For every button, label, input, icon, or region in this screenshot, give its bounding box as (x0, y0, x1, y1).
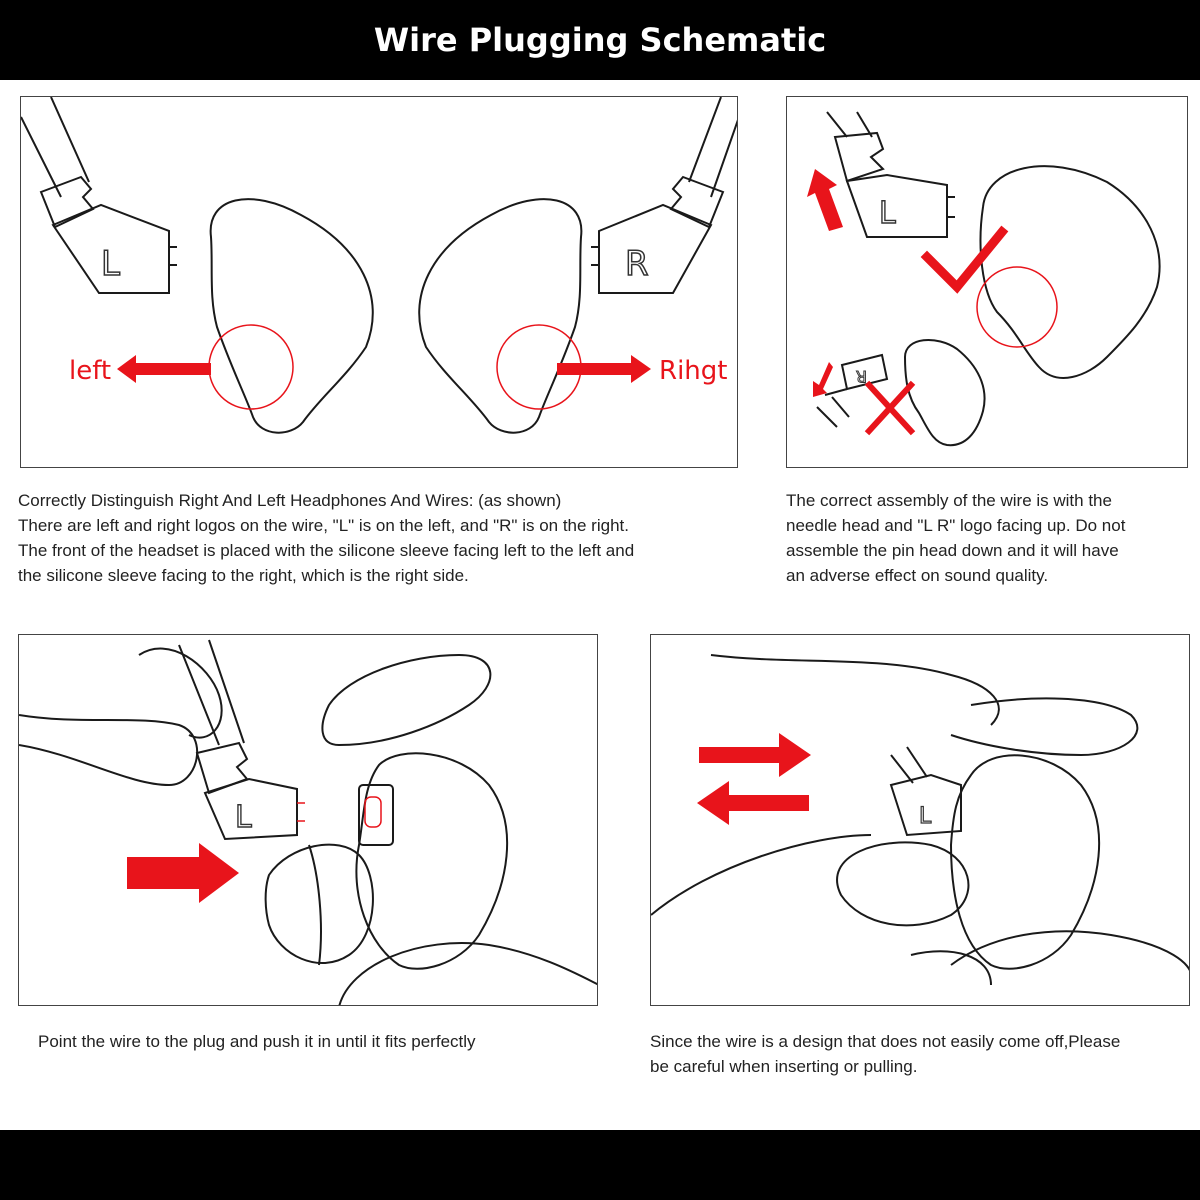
footer-bar (0, 1130, 1200, 1200)
hand-finger-upper (19, 714, 198, 787)
wrong-plug-housing (840, 353, 889, 391)
plug-letter-wrong: R (856, 367, 867, 386)
plug-letter-insert: L (235, 800, 252, 835)
page-title: Wire Plugging Schematic (373, 21, 827, 59)
arrow-right (557, 355, 651, 383)
cross-mark-b (864, 380, 916, 436)
arrow-pull (697, 781, 809, 825)
plug-housing (203, 777, 298, 841)
right-cable (688, 97, 737, 198)
earpiece-body (355, 752, 509, 970)
panel-careful-handling: L (650, 634, 1190, 1006)
connector-grip (195, 741, 249, 795)
hand-lower (338, 942, 597, 1005)
caption-line: Since the wire is a design that does not… (650, 1032, 1121, 1051)
hand-right-thumb (321, 653, 492, 747)
label-right: Rihgt (659, 356, 727, 386)
caption-bottom-left: Point the wire to the plug and push it i… (38, 1029, 598, 1054)
arrow-insert (699, 733, 811, 777)
hand-finger-thumb (138, 647, 223, 739)
ear-tip (264, 843, 374, 965)
plug-letter-handling: L (919, 804, 932, 829)
plug-right-letter: R (625, 244, 649, 284)
caption-top-right: The correct assembly of the wire is with… (786, 488, 1196, 588)
plug-letter-correct: L (879, 196, 896, 231)
label-left: left (69, 356, 111, 386)
orientation-diagram: L R (807, 111, 1161, 447)
insertion-diagram: L (19, 639, 597, 1005)
caption-line: assemble the pin head down and it will h… (786, 541, 1119, 560)
handling-diagram: L (651, 654, 1189, 986)
caption-line: Correctly Distinguish Right And Left Hea… (18, 491, 562, 510)
check-mark (920, 225, 1009, 294)
caption-top-left: Correctly Distinguish Right And Left Hea… (18, 488, 758, 588)
left-plug-housing (51, 203, 170, 294)
arrow-up (807, 169, 843, 231)
plug-left-letter: L (101, 244, 120, 284)
caption-line: an adverse effect on sound quality. (786, 566, 1049, 585)
caption-line: The correct assembly of the wire is with… (786, 491, 1112, 510)
panel-correct-orientation: L R (786, 96, 1188, 468)
hand-lower (651, 834, 1189, 972)
left-earpiece (209, 198, 374, 434)
arrow-push (127, 843, 239, 903)
correct-connector-grip (833, 131, 885, 183)
caption-line: the silicone sleeve facing to the right,… (18, 566, 469, 585)
panel-left-right-identification: L R left Rihgt (20, 96, 738, 468)
left-right-diagram: L R left Rihgt (21, 97, 737, 434)
arrow-left (117, 355, 211, 383)
title-bar: Wire Plugging Schematic (0, 0, 1200, 80)
plug-housing (889, 773, 962, 837)
correct-plug-housing (845, 173, 948, 238)
caption-line: There are left and right logos on the wi… (18, 516, 629, 535)
left-cable (21, 97, 90, 198)
caption-line: be careful when inserting or pulling. (650, 1057, 918, 1076)
caption-line: Point the wire to the plug and push it i… (38, 1032, 476, 1051)
caption-line: The front of the headset is placed with … (18, 541, 635, 560)
earpiece-large (979, 165, 1161, 379)
earpiece-socket (358, 784, 394, 846)
right-plug-housing (598, 203, 713, 294)
right-earpiece (418, 198, 583, 434)
hand-thumb (836, 841, 970, 927)
caption-bottom-right: Since the wire is a design that does not… (650, 1029, 1190, 1079)
earpiece-small (903, 338, 986, 447)
hand-top (710, 654, 1139, 757)
earpiece-body (949, 754, 1101, 970)
caption-line: needle head and "L R" logo facing up. Do… (786, 516, 1126, 535)
arrow-down-small (813, 362, 833, 397)
panel-insert-wire: L (18, 634, 598, 1006)
